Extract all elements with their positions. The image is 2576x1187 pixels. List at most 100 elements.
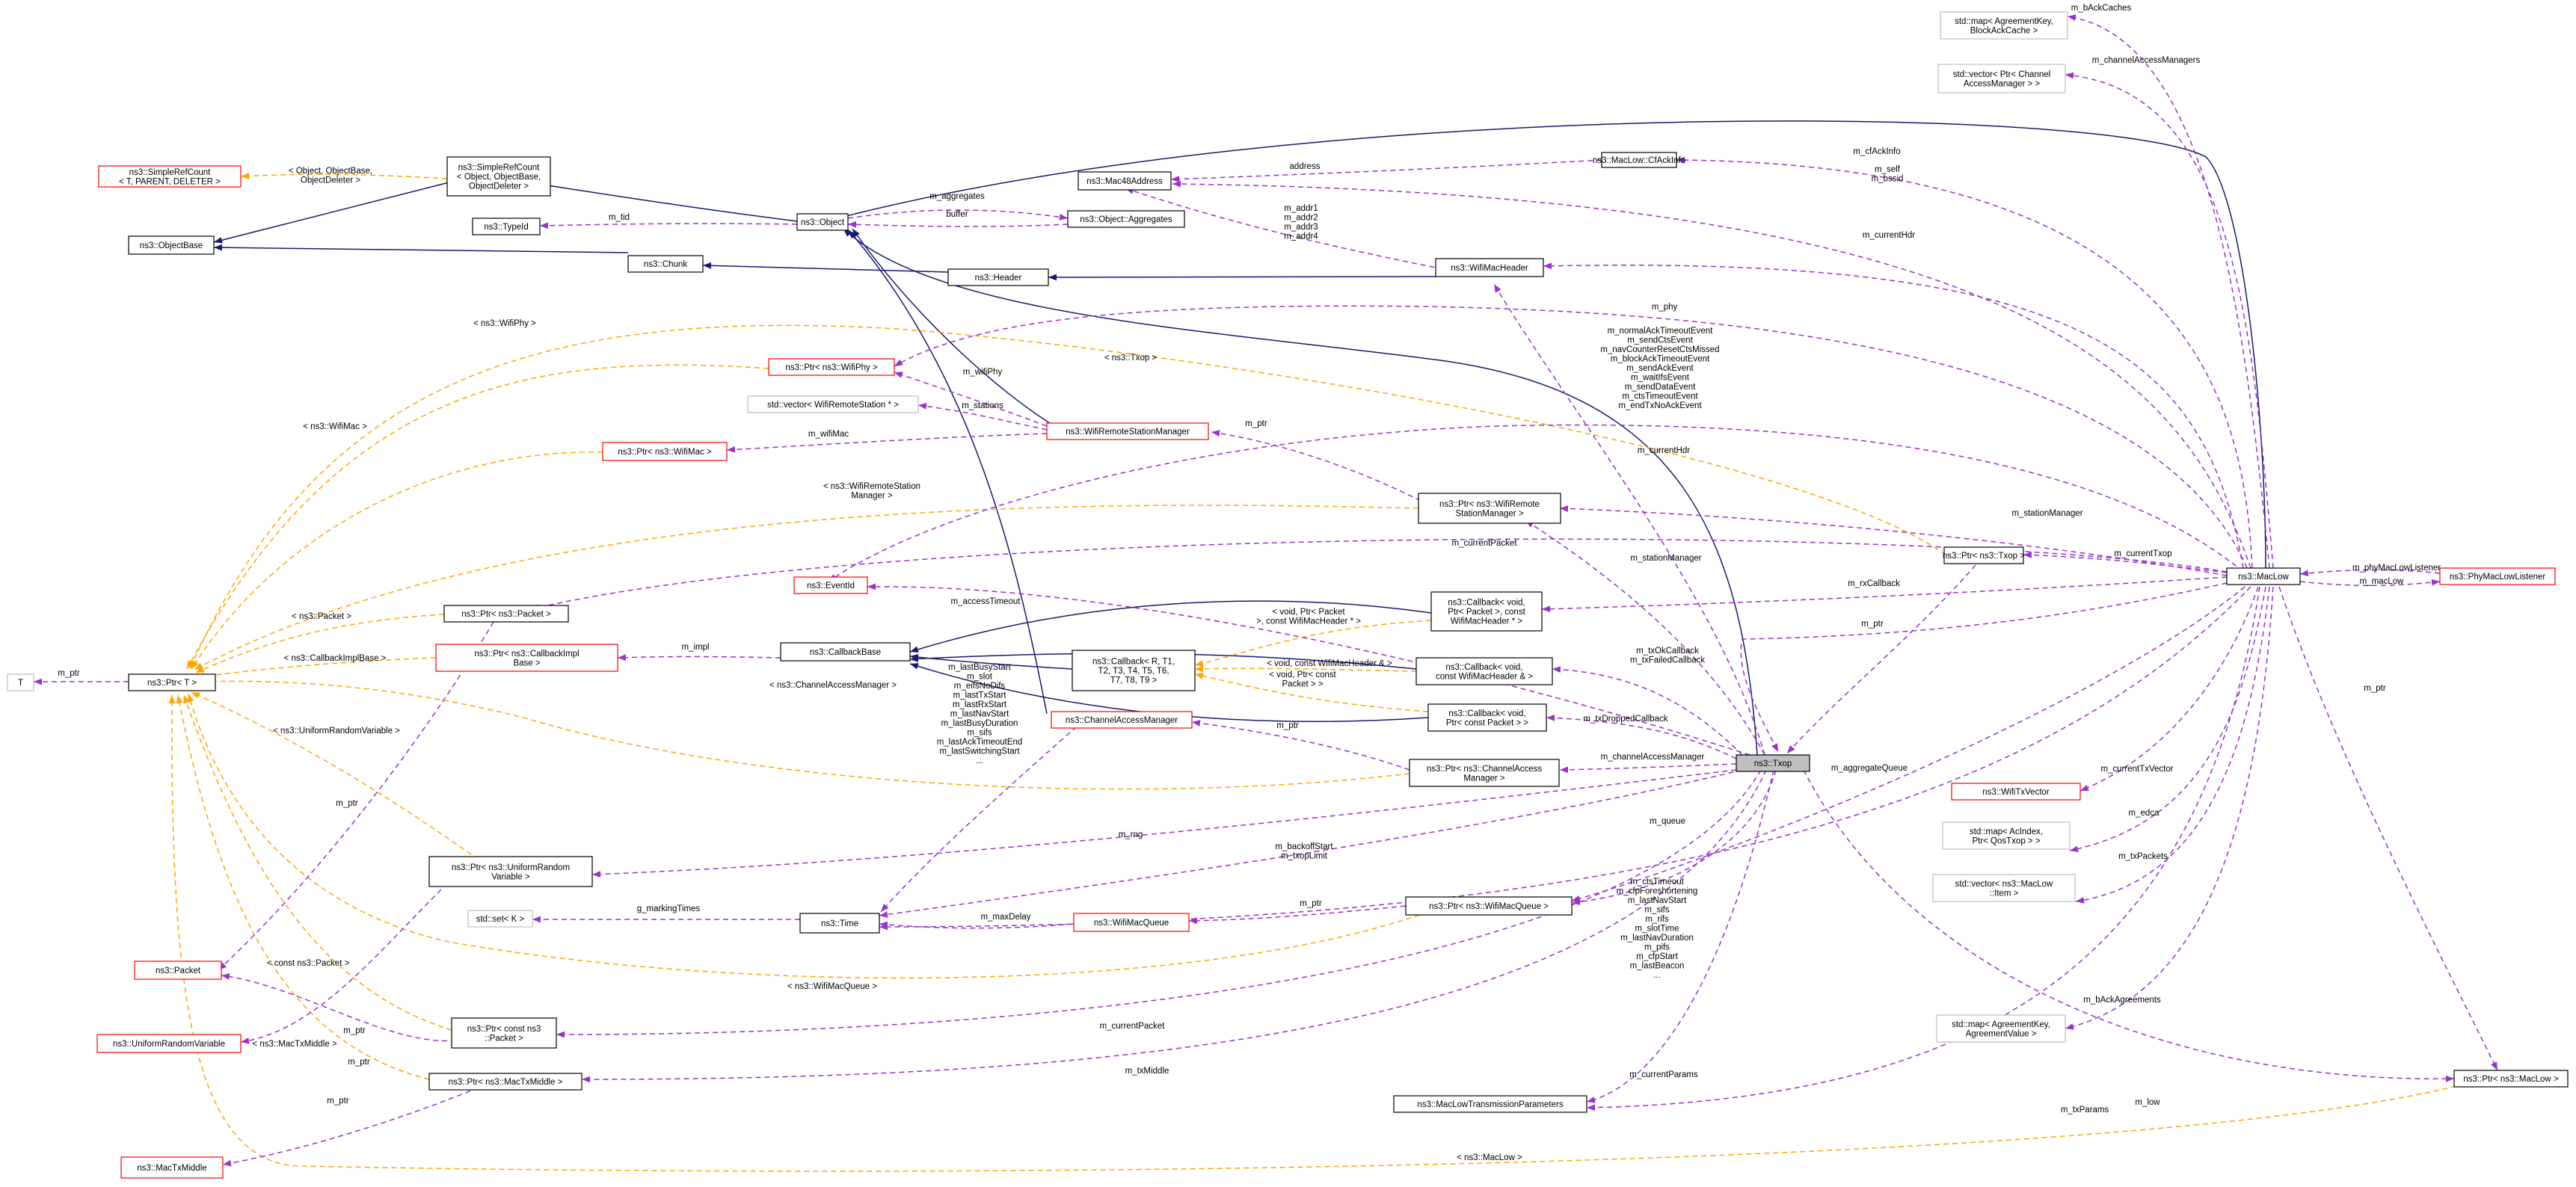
class-node[interactable]: ns3::EventId [793, 576, 868, 594]
edge-member-self [1172, 180, 2251, 569]
class-node[interactable]: ns3::Chunk [627, 255, 704, 273]
class-node-box [446, 156, 551, 197]
class-node[interactable]: ns3::Callback< R, T1,T2, T3, T4, T5, T6,… [1072, 650, 1196, 691]
class-node[interactable]: ns3::Callback< void,Ptr< Packet >, const… [1430, 591, 1543, 632]
class-node[interactable]: ns3::Ptr< ns3::WifiMac > [602, 442, 728, 461]
class-node[interactable]: ns3::Mac48Address [1078, 171, 1172, 191]
edge-label-line: m_endTxNoAckEvent [1618, 401, 1702, 410]
class-node[interactable]: ns3::Ptr< ns3::WifiRemoteStationManager … [1418, 493, 1561, 524]
class-node[interactable]: ns3::Time [799, 913, 880, 934]
class-node-label: ns3::SimpleRefCount [458, 164, 540, 173]
edge-label: m_low [2135, 1098, 2160, 1107]
edge-member-ptr-mtm [222, 1087, 479, 1167]
class-node-label: StationManager > [1455, 509, 1523, 518]
class-node-label: ns3::Callback< void, [1445, 663, 1522, 672]
class-node-label: ns3::Object [801, 218, 845, 227]
edge-member-stationmanager1 [1559, 505, 2228, 576]
class-node-box [1937, 64, 2066, 93]
edge-label: m_tid [609, 213, 630, 222]
edge-label-line: < ns3::CallbackImplBase > [284, 654, 387, 663]
edge-member-wifimac [726, 433, 1048, 453]
class-node[interactable]: ns3::Object [796, 213, 849, 231]
class-node[interactable]: ns3::Ptr< T > [128, 673, 216, 691]
class-node[interactable]: ns3::Ptr< ns3::MacLow > [2453, 1070, 2569, 1088]
class-node[interactable]: ns3::Ptr< const ns3::Packet > [451, 1017, 557, 1049]
edge-template-txop [189, 324, 1946, 670]
class-node[interactable]: ns3::Callback< void,Ptr< const Packet > … [1427, 703, 1547, 732]
edge-template-simplerefcount [240, 173, 448, 179]
class-node[interactable]: std::set< K > [467, 910, 533, 928]
edge-label: m_ptr [336, 799, 358, 808]
edge-label-line: m_rxCallback [1848, 579, 1900, 588]
edge-label-line: m_ptr [2364, 684, 2386, 693]
edge-label: m_phy [1652, 303, 1678, 312]
class-node[interactable]: ns3::Ptr< ns3::MacTxMiddle > [428, 1073, 582, 1091]
class-node[interactable]: ns3::UniformRandomVariable [96, 1034, 242, 1053]
edge-label: < ns3::WifiMac > [303, 422, 367, 431]
class-node[interactable]: T [7, 673, 34, 691]
class-node[interactable]: ns3::Ptr< ns3::UniformRandomVariable > [428, 856, 593, 887]
class-node[interactable]: ns3::MacLow::CfAckInfo [1593, 152, 1685, 168]
class-node[interactable]: ns3::WifiTxVector [1951, 783, 2081, 801]
edge-label-line: < ns3::MacTxMiddle > [252, 1040, 336, 1049]
edge-label-line: m_ctsTimeout [1630, 878, 1685, 887]
class-node[interactable]: ns3::MacLow [2226, 567, 2301, 585]
nodes: ns3::SimpleRefCount< T, PARENT, DELETER … [7, 11, 2569, 1179]
class-node[interactable]: ns3::Ptr< ns3::ChannelAccessManager > [1409, 759, 1560, 787]
class-node-label: Manager > [1463, 774, 1505, 783]
edge-label-line: m_ptr [1245, 419, 1267, 428]
class-node[interactable]: ns3::ChannelAccessManager [1051, 711, 1193, 729]
edge-template-cpacket [183, 694, 452, 1031]
class-node[interactable]: std::map< AgreementKey,AgreementValue > [1936, 1014, 2066, 1043]
class-node[interactable]: ns3::Ptr< ns3::Txop > [1943, 546, 2025, 564]
edge-member-droppedcb [1546, 715, 1737, 759]
class-node[interactable]: ns3::Object::Aggregates [1067, 210, 1185, 228]
class-node-label: Ptr< QosTxop > > [1972, 836, 2040, 845]
edge-label-line: m_lastBeacon [1630, 962, 1685, 971]
class-node-label: std::vector< ns3::MacLow [1955, 880, 2053, 889]
edge-label: m_lastBusyStartm_slotm_eifsNoDifsm_lastT… [937, 663, 1023, 765]
class-node-label: WifiMacHeader * > [1451, 617, 1522, 626]
class-node[interactable]: std::map< AcIndex,Ptr< QosTxop > > [1942, 821, 2071, 850]
edge-label-line: m_sendAckEvent [1626, 364, 1694, 373]
class-node[interactable]: ns3::WifiRemoteStationManager [1046, 422, 1209, 440]
edge-label-line: m_txFailedCallback [1630, 656, 1706, 665]
class-node[interactable]: ns3::Callback< void,const WifiMacHeader … [1415, 657, 1553, 685]
class-node-label: Ptr< Packet >, const [1448, 608, 1525, 617]
class-node-box [1932, 874, 2076, 902]
class-node[interactable]: ns3::WifiMacQueue [1073, 913, 1190, 932]
edge-label: m_aggregates [929, 192, 985, 201]
edge-label-line: m_addr1 [1284, 204, 1318, 213]
class-node[interactable]: ns3::Txop [1736, 754, 1810, 772]
class-node[interactable]: ns3::MacTxMiddle [120, 1156, 224, 1179]
class-node[interactable]: ns3::TypeId [472, 218, 541, 235]
edge-label: m_accessTimeout [951, 597, 1021, 606]
class-node-label: ns3::Ptr< ns3::Packet > [461, 610, 551, 619]
class-node[interactable]: ns3::CallbackBase [780, 642, 911, 662]
class-node[interactable]: ns3::PhyMacLowListener [2439, 567, 2556, 585]
class-node[interactable]: ns3::SimpleRefCount< Object, ObjectBase,… [446, 156, 551, 197]
edge-member-txmiddle [581, 769, 1767, 1083]
class-node[interactable]: std::map< AgreementKey,BlockAckCache > [1940, 11, 2068, 40]
class-node[interactable]: ns3::Ptr< ns3::WifiPhy > [768, 358, 895, 376]
class-node[interactable]: ns3::Ptr< ns3::Packet > [443, 605, 569, 623]
class-node[interactable]: std::vector< WifiRemoteStation * > [747, 395, 919, 413]
class-node[interactable]: ns3::ObjectBase [128, 235, 215, 255]
class-node-label: ns3::Chunk [644, 260, 687, 269]
class-node-label: ns3::WifiMacHeader [1451, 264, 1528, 273]
class-node[interactable]: ns3::Packet [134, 961, 222, 980]
edge-label-line: m_tid [609, 213, 630, 222]
class-node[interactable]: ns3::WifiMacHeader [1435, 258, 1544, 277]
edge-label: m_rxCallback [1848, 579, 1900, 588]
class-node[interactable]: ns3::SimpleRefCount< T, PARENT, DELETER … [98, 165, 242, 188]
edge-label: m_edca [2129, 809, 2160, 818]
class-node[interactable]: std::vector< ns3::MacLow::Item > [1932, 874, 2076, 902]
class-node[interactable]: std::vector< Ptr< ChannelAccessManager >… [1937, 64, 2066, 93]
class-node-label: ns3::Ptr< ns3::CallbackImpl [474, 650, 579, 659]
edge-label: m_txMiddle [1125, 1067, 1169, 1076]
class-node-box [1943, 546, 2024, 564]
class-node[interactable]: ns3::Header [947, 268, 1049, 286]
class-node[interactable]: ns3::Ptr< ns3::WifiMacQueue > [1405, 896, 1573, 916]
class-node[interactable]: ns3::Ptr< ns3::CallbackImplBase > [435, 644, 618, 672]
class-node[interactable]: ns3::MacLowTransmissionParameters [1393, 1095, 1587, 1113]
